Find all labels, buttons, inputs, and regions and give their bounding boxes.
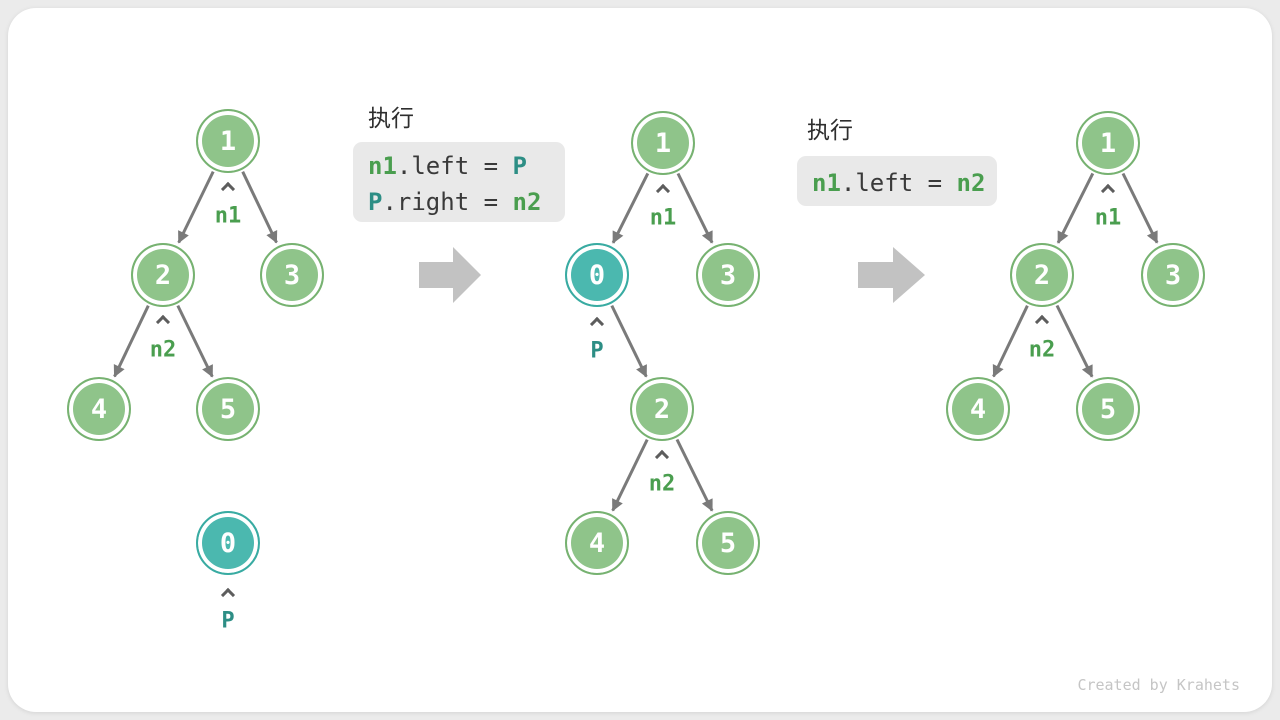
tree2-edge-0-2 (610, 304, 648, 378)
code-token-left-assign: .left = (840, 169, 957, 197)
tree2-pointer-n2: n2 (648, 471, 676, 497)
tree3-node-5: 5 (1076, 377, 1140, 441)
tree2-node-3: 3 (696, 243, 760, 307)
tree1-node-0-p: 0 (196, 511, 260, 575)
tree1-pointer-n2: n2 (149, 337, 177, 363)
tree2-node-5: 5 (696, 511, 760, 575)
code-line-1: n1.left = P (368, 148, 565, 184)
tree2-edge-2-4 (611, 438, 649, 512)
code-block-1: n1.left = P P.right = n2 (353, 142, 565, 222)
tree3-node-1: 1 (1076, 111, 1140, 175)
tree3-edge-1-3 (1121, 172, 1159, 244)
tree3-edge-2-4 (992, 305, 1029, 378)
tree2-pointer-p: P (590, 338, 604, 364)
tree1-node-5: 5 (196, 377, 260, 441)
tree1-edge-2-5 (176, 304, 214, 378)
tree1-edge-2-4 (113, 305, 150, 378)
tree2-node-4: 4 (565, 511, 629, 575)
code-block-2: n1.left = n2 (797, 156, 997, 206)
tree3-node-2: 2 (1010, 243, 1074, 307)
tree3-pointer-n1: n1 (1094, 205, 1122, 231)
code-token-n1: n1 (368, 152, 397, 180)
code-line-2: P.right = n2 (368, 184, 565, 220)
tree1-pointer-p: P (221, 608, 235, 634)
tree1-node-1: 1 (196, 109, 260, 173)
exec-title-1: 执行 (368, 105, 414, 131)
tree3-node-3: 3 (1141, 243, 1205, 307)
tree1-pointer-n1: n1 (214, 203, 242, 229)
tree1-node-4: 4 (67, 377, 131, 441)
tree3-edge-1-2 (1056, 172, 1095, 244)
code-line-1: n1.left = n2 (812, 165, 997, 201)
tree2-node-1: 1 (631, 111, 695, 175)
tree3-node-4: 4 (946, 377, 1010, 441)
tree2-pointer-n1: n1 (649, 205, 677, 231)
code-token-n2: n2 (956, 169, 986, 197)
code-token-right-assign: .right = (382, 188, 513, 216)
watermark-credit: Created by Krahets (1077, 676, 1240, 694)
code-token-p: P (368, 188, 383, 216)
code-token-n1: n1 (812, 169, 841, 197)
tree1-node-2: 2 (131, 243, 195, 307)
tree3-edge-2-5 (1055, 304, 1094, 378)
transition-arrow-1 (419, 247, 481, 303)
tree2-node-2: 2 (630, 377, 694, 441)
tree1-edge-1-2 (177, 170, 215, 244)
exec-title-2: 执行 (807, 117, 853, 143)
tree1-node-3: 3 (260, 243, 324, 307)
tree2-edge-1-3 (676, 172, 714, 244)
tree3-pointer-n2: n2 (1028, 337, 1056, 363)
code-token-left-assign: .left = (396, 152, 513, 180)
tree1-edge-1-3 (241, 171, 278, 244)
transition-arrow-2 (858, 247, 925, 303)
tree2-edge-2-5 (675, 438, 714, 512)
tree2-node-0-p: 0 (565, 243, 629, 307)
tree2-edge-1-0 (611, 172, 650, 244)
code-token-n2: n2 (512, 188, 542, 216)
code-token-p: P (512, 152, 527, 180)
